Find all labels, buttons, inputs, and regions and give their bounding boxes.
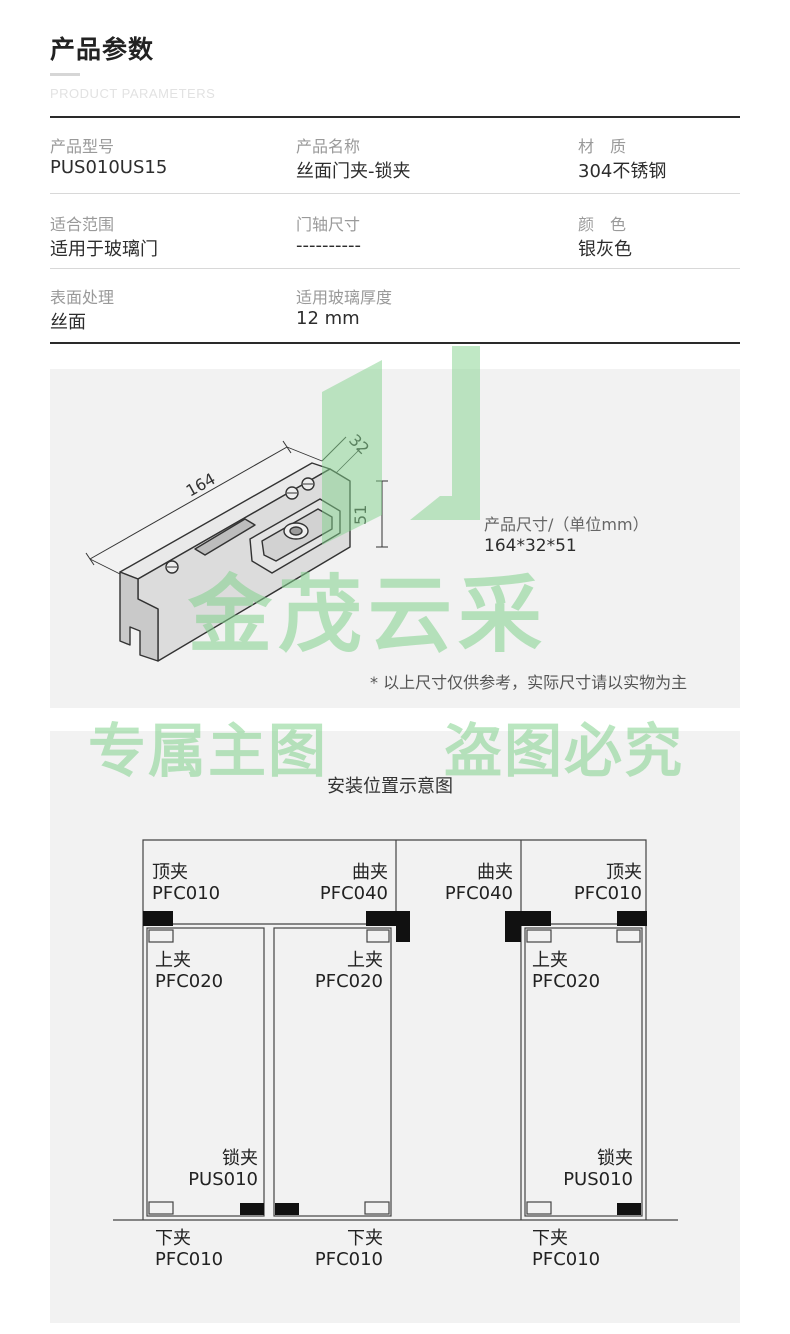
param-label: 材 质 <box>578 137 627 156</box>
watermark-left-text: 专属主图 <box>88 717 329 785</box>
watermark-right-text: 盗图必究 <box>444 717 685 785</box>
title-underline <box>50 73 80 76</box>
size-label: 产品尺寸/（单位mm） <box>484 515 649 534</box>
table-row-divider <box>50 268 740 269</box>
install-title: 安装位置示意图 <box>327 776 453 797</box>
param-value: 银灰色 <box>578 239 632 260</box>
dimension-note: * 以上尺寸仅供参考，实际尺寸请以实物为主 <box>370 673 688 692</box>
param-label: 门轴尺寸 <box>296 215 361 234</box>
param-label: 颜 色 <box>578 215 627 234</box>
param-label: 表面处理 <box>50 288 115 307</box>
param-value: 丝面门夹-锁夹 <box>296 161 411 182</box>
param-label: 适合范围 <box>50 215 115 234</box>
param-label: 产品型号 <box>50 137 115 156</box>
param-label: 适用玻璃厚度 <box>296 288 393 307</box>
page-subtitle: PRODUCT PARAMETERS <box>50 86 216 101</box>
param-value: PUS010US15 <box>50 157 168 178</box>
table-top-rule <box>50 116 740 118</box>
table-row-divider <box>50 193 740 194</box>
size-value: 164*32*51 <box>484 536 577 556</box>
page-title: 产品参数 <box>50 35 155 64</box>
watermark-brand: 金茂云采 <box>188 566 549 664</box>
param-value: ---------- <box>296 235 361 256</box>
table-bottom-rule <box>50 342 740 344</box>
param-value: 适用于玻璃门 <box>50 239 158 260</box>
param-value: 12 mm <box>296 308 360 329</box>
install-panel <box>50 731 740 1323</box>
param-label: 产品名称 <box>296 137 361 156</box>
param-value: 丝面 <box>50 312 86 333</box>
param-value: 304不锈钢 <box>578 161 667 182</box>
